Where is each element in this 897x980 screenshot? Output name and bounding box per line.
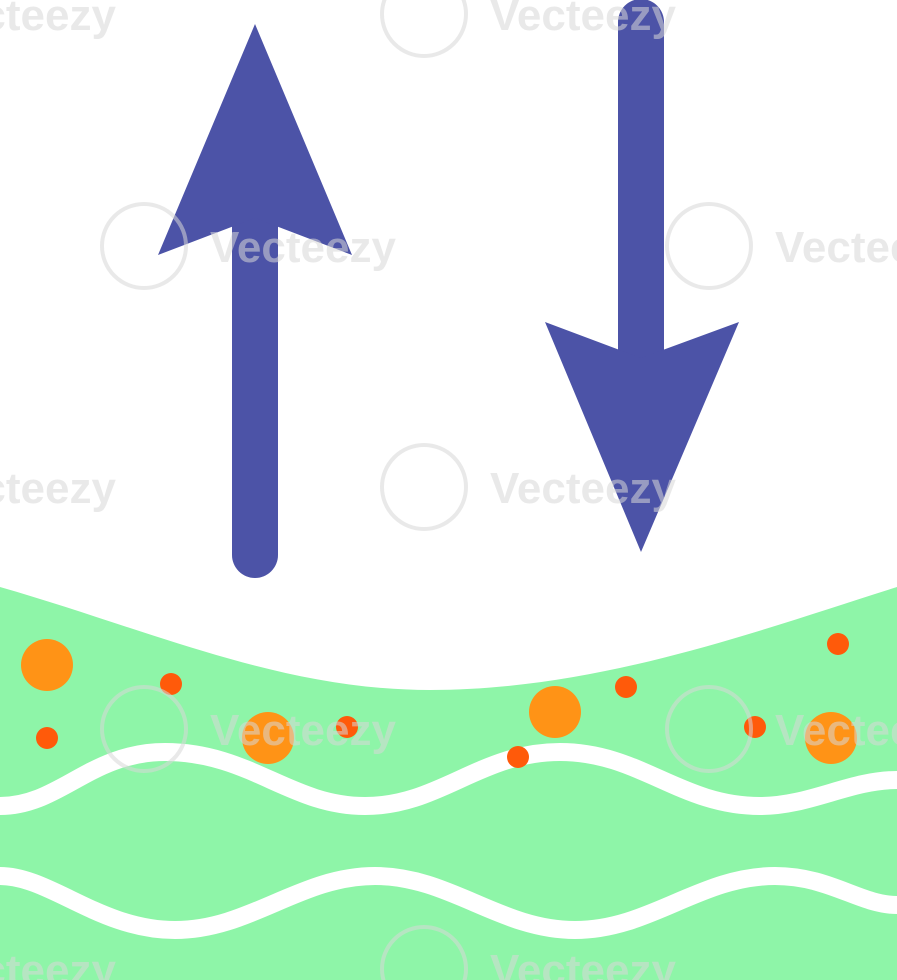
particle-large [242, 712, 294, 764]
watermark: Vecteezy [0, 0, 116, 40]
watermark: Vecteezy [380, 443, 676, 531]
particle-large [529, 686, 581, 738]
particle-small [160, 673, 182, 695]
up-arrow-icon [158, 24, 352, 578]
down-arrow-icon [545, 0, 739, 552]
watermark-text: Vecteezy [0, 946, 116, 980]
particle-small [336, 716, 358, 738]
watermark: Vecteezy [100, 685, 396, 773]
watermark: Vecteezy [0, 464, 116, 513]
watermark: Vecteezy [380, 925, 676, 980]
watermark: Vecteezy [665, 202, 897, 290]
watermark-text: Vecteezy [775, 706, 897, 755]
watermark-text: Vecteezy [210, 223, 396, 272]
watermark-text: Vecteezy [0, 464, 116, 513]
watermark: Vecteezy [380, 0, 676, 58]
particle-small [744, 716, 766, 738]
particle-small [615, 676, 637, 698]
watermark: Vecteezy [100, 202, 396, 290]
watermark: Vecteezy [0, 946, 116, 980]
watermark-text: Vecteezy [490, 946, 676, 980]
wave-line-lower [0, 866, 897, 940]
particle-small [36, 727, 58, 749]
wave-line-upper [0, 742, 897, 816]
particle-large [805, 712, 857, 764]
watermark: Vecteezy [665, 685, 897, 773]
particle-large [21, 639, 73, 691]
watermark-text: Vecteezy [210, 706, 396, 755]
particle-small [827, 633, 849, 655]
watermark-text: Vecteezy [775, 223, 897, 272]
watermark-text: Vecteezy [490, 464, 676, 513]
watermark-text: Vecteezy [490, 0, 676, 40]
watermark-text: Vecteezy [0, 0, 116, 40]
particle-small [507, 746, 529, 768]
